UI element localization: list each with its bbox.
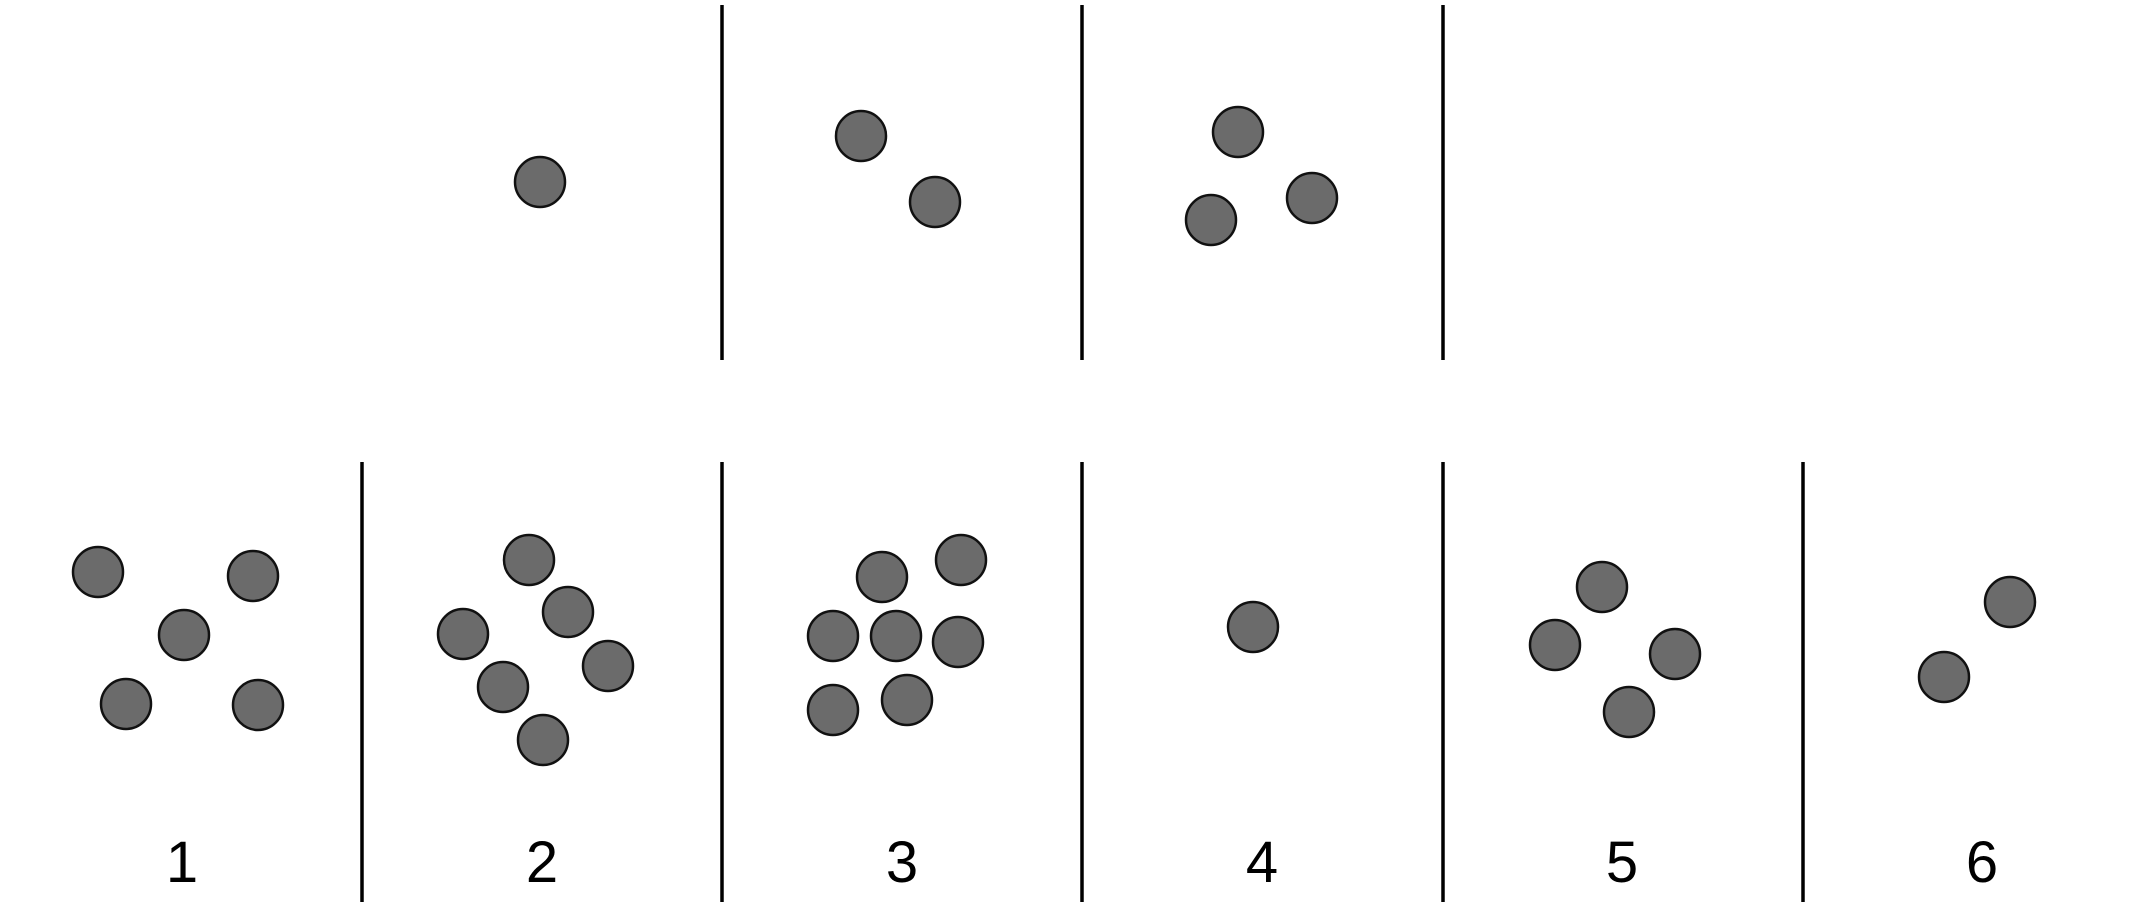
option-label: 3 [886, 830, 918, 895]
dot [99, 677, 153, 731]
dot [1184, 193, 1238, 247]
dot [869, 609, 923, 663]
option-label: 2 [526, 830, 558, 895]
dot [1575, 560, 1629, 614]
sequence-panel-3 [1184, 105, 1339, 247]
options-row: 1 2 3 4 [71, 462, 2037, 902]
option-label: 5 [1606, 830, 1638, 895]
dot [1211, 105, 1265, 159]
dot [1602, 685, 1656, 739]
dot [541, 585, 595, 639]
dot [931, 615, 985, 669]
dot [1648, 627, 1702, 681]
dot [1528, 618, 1582, 672]
dot [834, 109, 888, 163]
dot [71, 545, 125, 599]
dot [806, 609, 860, 663]
dot [513, 155, 567, 209]
dot [855, 550, 909, 604]
sequence-panel-1 [513, 155, 567, 209]
dot [436, 607, 490, 661]
option-6[interactable]: 6 [1917, 575, 2037, 895]
dot [157, 608, 211, 662]
dot [581, 639, 635, 693]
dot [1983, 575, 2037, 629]
dot [908, 175, 962, 229]
dot [806, 683, 860, 737]
option-label: 6 [1966, 830, 1998, 895]
dot [226, 549, 280, 603]
option-label: 1 [166, 830, 198, 895]
dot [934, 533, 988, 587]
dot [476, 660, 530, 714]
option-2[interactable]: 2 [436, 533, 635, 895]
option-5[interactable]: 5 [1528, 560, 1702, 895]
option-3[interactable]: 3 [806, 533, 988, 895]
sequence-row [513, 5, 1445, 360]
dot [880, 673, 934, 727]
dot [516, 713, 570, 767]
dot [1917, 650, 1971, 704]
dot [231, 678, 285, 732]
option-4[interactable]: 4 [1226, 600, 1280, 895]
sequence-panel-2 [834, 109, 962, 229]
option-label: 4 [1246, 830, 1278, 895]
option-1[interactable]: 1 [71, 545, 285, 895]
dot [1285, 171, 1339, 225]
dot [1226, 600, 1280, 654]
dot [502, 533, 556, 587]
